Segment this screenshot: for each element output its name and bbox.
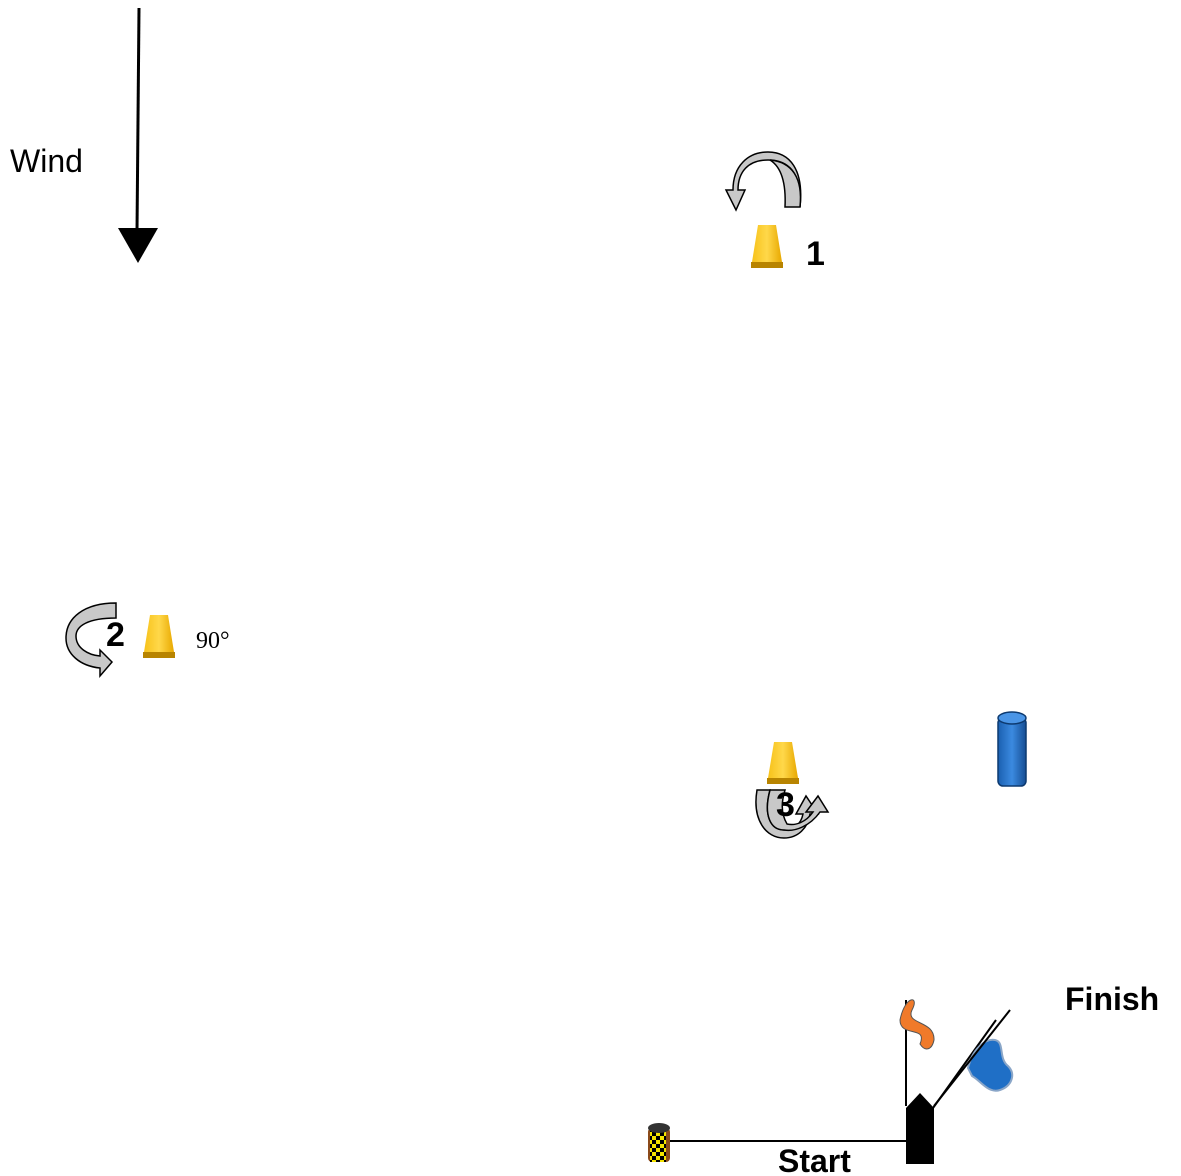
- mark-1-number: 1: [806, 235, 825, 273]
- start-pin-icon: [648, 1123, 670, 1162]
- mark-3: 3: [755, 742, 830, 839]
- rounding-arrow-icon: [724, 151, 802, 212]
- mark-2: 2 90°: [65, 602, 230, 679]
- buoy-icon: [767, 742, 799, 784]
- mark-1: 1: [724, 151, 825, 273]
- mark-2-number: 2: [106, 616, 125, 654]
- committee-boat: [899, 999, 1014, 1164]
- wind-label: Wind: [10, 143, 83, 179]
- wind-arrow-shaft: [135, 7, 141, 233]
- buoy-icon: [143, 615, 175, 658]
- start-line: Start: [648, 1123, 906, 1176]
- rounding-arrow-icon: [65, 602, 117, 679]
- mark-2-angle: 90°: [196, 628, 230, 654]
- finish-buoy-icon: [997, 711, 1027, 787]
- mark-3-number: 3: [776, 786, 795, 824]
- start-label: Start: [778, 1143, 851, 1176]
- rounding-arrow-icon: [755, 789, 830, 839]
- arrow-down-icon: [118, 228, 158, 263]
- wind-indicator: Wind: [10, 7, 158, 263]
- blue-flag-icon: [966, 1038, 1014, 1092]
- finish-mark: Finish: [933, 711, 1159, 1107]
- buoy-icon: [751, 225, 783, 268]
- boat-icon: [906, 1093, 934, 1164]
- finish-line-rope: [933, 1009, 1011, 1107]
- finish-label: Finish: [1065, 981, 1159, 1017]
- orange-flag-icon: [899, 999, 935, 1050]
